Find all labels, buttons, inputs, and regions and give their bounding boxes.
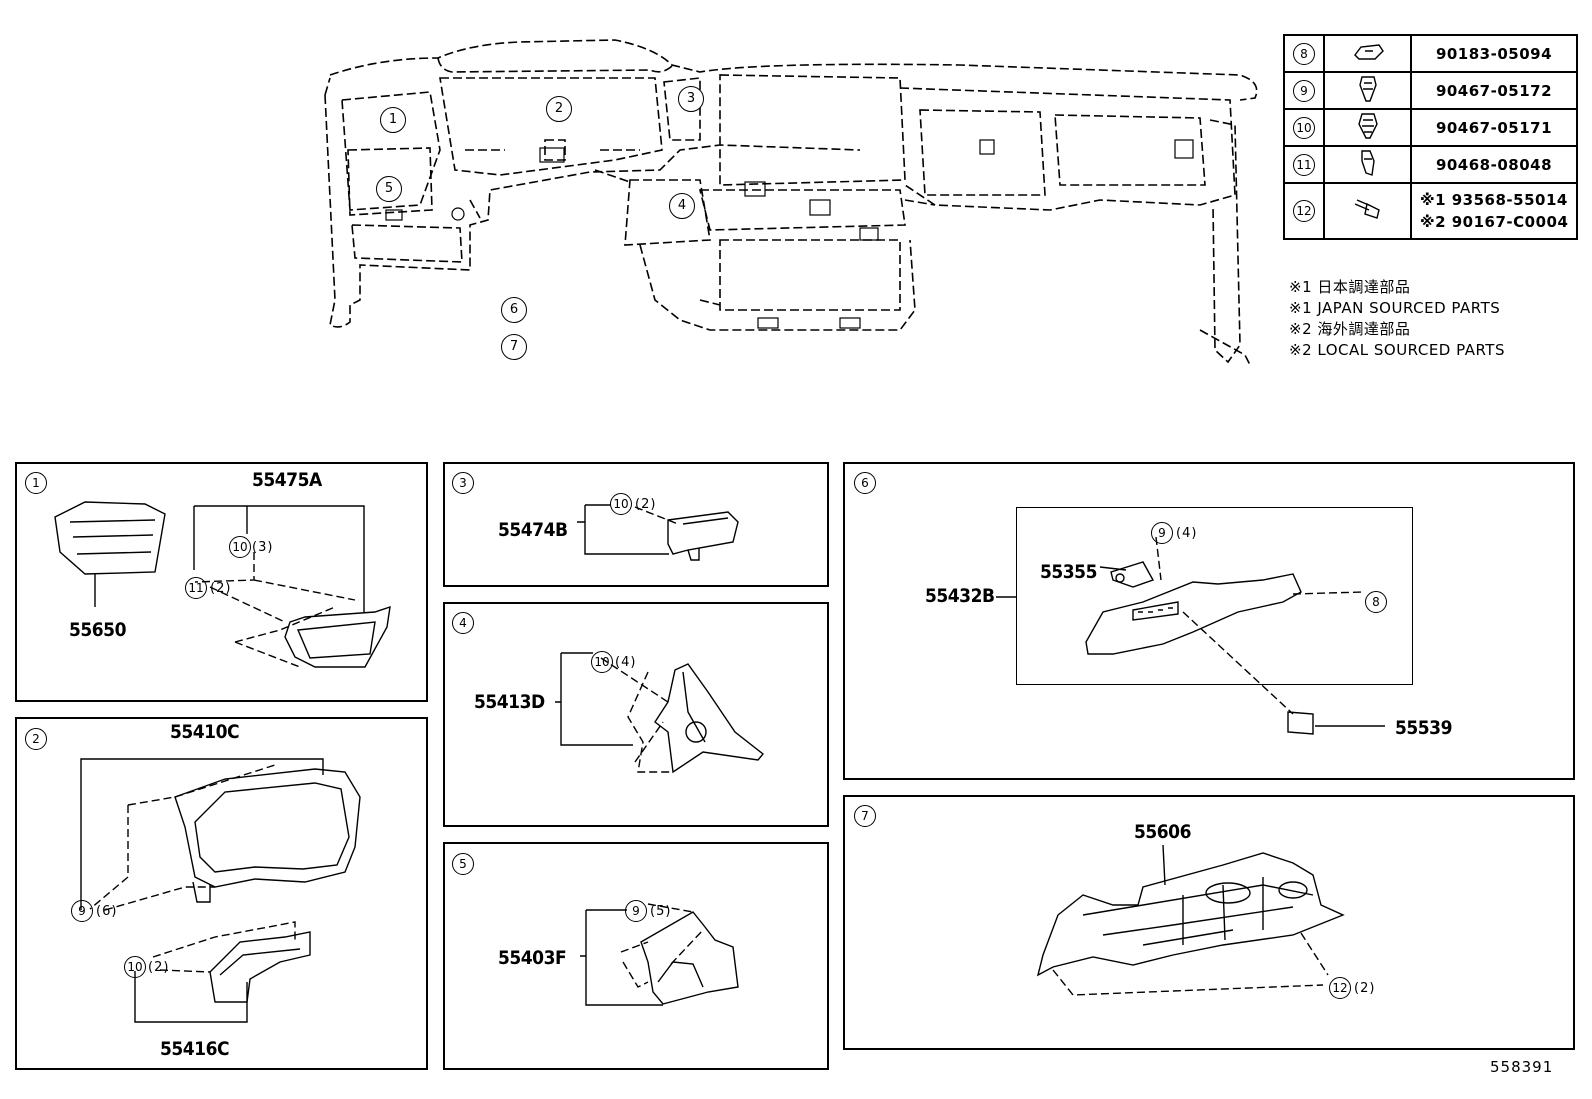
panel-4-drawing xyxy=(555,652,764,774)
panel-5 xyxy=(443,842,829,1070)
overview-callout-2[interactable]: 2 xyxy=(546,96,572,122)
part-55432B[interactable]: 55432B xyxy=(925,585,995,607)
overview-callout-7[interactable]: 7 xyxy=(501,334,527,360)
table-row: 12 ※1 93568-55014 ※2 90167-C0004 xyxy=(1283,182,1578,240)
panel-6-subframe xyxy=(1016,507,1413,685)
panel-1-ref: 1 xyxy=(25,472,47,494)
part-55410C[interactable]: 55410C xyxy=(170,721,240,743)
panel-7-ref: 7 xyxy=(854,805,876,827)
panel-4 xyxy=(443,602,829,827)
panel-2-ref: 2 xyxy=(25,728,47,750)
part-number: 90467-05171 xyxy=(1410,108,1578,147)
clip-icon xyxy=(1358,75,1377,102)
panel-6-ref: 6 xyxy=(854,472,876,494)
panel-1-drawing xyxy=(54,501,391,668)
panel-7 xyxy=(843,795,1575,1050)
part-55416C[interactable]: 55416C xyxy=(160,1038,230,1060)
table-row: 10 90467-05171 xyxy=(1283,108,1578,147)
part-number: 90183-05094 xyxy=(1410,34,1578,73)
part-55606[interactable]: 55606 xyxy=(1134,821,1191,843)
panel-6-drawing xyxy=(996,536,1385,735)
clip-callout-10: 10 xyxy=(229,536,251,558)
panel-2 xyxy=(15,717,428,1070)
panel-6 xyxy=(843,462,1575,780)
clip-callout-8: 8 xyxy=(1365,591,1387,613)
table-row: 8 90183-05094 xyxy=(1283,34,1578,73)
panel-3 xyxy=(443,462,829,587)
clip-qty: (3) xyxy=(252,540,274,555)
fastener-parts-table: 8 90183-05094 9 90467-05172 10 90467-051… xyxy=(1283,34,1578,240)
part-55650[interactable]: 55650 xyxy=(69,619,126,641)
clip-callout-10: 10 xyxy=(124,956,146,978)
part-55403F[interactable]: 55403F xyxy=(498,947,567,969)
panel-3-ref: 3 xyxy=(452,472,474,494)
screw-icon xyxy=(1354,199,1380,219)
clip-icon xyxy=(1360,149,1375,176)
overview-callout-4[interactable]: 4 xyxy=(669,193,695,219)
clip-callout-9: 9 xyxy=(625,900,647,922)
part-55539[interactable]: 55539 xyxy=(1395,717,1452,739)
part-55475A[interactable]: 55475A xyxy=(252,469,322,491)
sourcing-notes: ※1 日本調達部品 ※1 JAPAN SOURCED PARTS ※2 海外調達… xyxy=(1289,277,1505,361)
overview-callout-1[interactable]: 1 xyxy=(380,107,406,133)
clip-callout-9: 9 xyxy=(71,900,93,922)
table-row: 9 90467-05172 xyxy=(1283,71,1578,110)
note-local-jp: ※2 海外調達部品 xyxy=(1289,320,1411,338)
clip-qty: (2) xyxy=(635,497,657,512)
panel-3-drawing xyxy=(577,504,739,561)
dashboard-outline-drawing xyxy=(324,39,1258,366)
clip-callout-10: 10 xyxy=(591,651,613,673)
illustration-number: 558391 xyxy=(1490,1058,1554,1076)
ref-9: 9 xyxy=(1293,79,1315,102)
clip-qty: (2) xyxy=(210,581,232,596)
panel-5-drawing xyxy=(580,903,739,1006)
clip-qty: (2) xyxy=(148,960,170,975)
screw-callout-12: 12 xyxy=(1329,977,1351,999)
ref-11: 11 xyxy=(1293,153,1315,176)
screw-qty: (2) xyxy=(1354,981,1376,996)
note-japan-en: ※1 JAPAN SOURCED PARTS xyxy=(1289,299,1501,317)
clip-qty: (4) xyxy=(615,655,637,670)
clip-callout-11: 11 xyxy=(185,577,207,599)
part-55355[interactable]: 55355 xyxy=(1040,561,1097,583)
panel-2-drawing xyxy=(80,758,361,1023)
panel-5-ref: 5 xyxy=(452,853,474,875)
part-number: 90467-05172 xyxy=(1410,71,1578,110)
overview-callout-5[interactable]: 5 xyxy=(376,176,402,202)
panel-4-ref: 4 xyxy=(452,612,474,634)
ref-8: 8 xyxy=(1293,42,1315,65)
nut-clip-icon xyxy=(1353,43,1384,60)
ref-10: 10 xyxy=(1293,116,1315,139)
overview-callout-6[interactable]: 6 xyxy=(501,297,527,323)
part-number-japan: ※1 93568-55014 xyxy=(1420,191,1568,209)
overview-callout-3[interactable]: 3 xyxy=(678,86,704,112)
clip-callout-10: 10 xyxy=(610,493,632,515)
part-number-local: ※2 90167-C0004 xyxy=(1420,213,1569,231)
part-55413D[interactable]: 55413D xyxy=(474,691,545,713)
clip-qty: (4) xyxy=(1176,526,1198,541)
ref-12: 12 xyxy=(1293,200,1315,222)
part-number: 90468-08048 xyxy=(1410,145,1578,184)
part-55474B[interactable]: 55474B xyxy=(498,519,568,541)
clip-icon xyxy=(1357,112,1378,139)
note-local-en: ※2 LOCAL SOURCED PARTS xyxy=(1289,341,1505,359)
panel-7-drawing xyxy=(1036,844,1345,996)
table-row: 11 90468-08048 xyxy=(1283,145,1578,184)
note-japan-jp: ※1 日本調達部品 xyxy=(1289,278,1411,296)
